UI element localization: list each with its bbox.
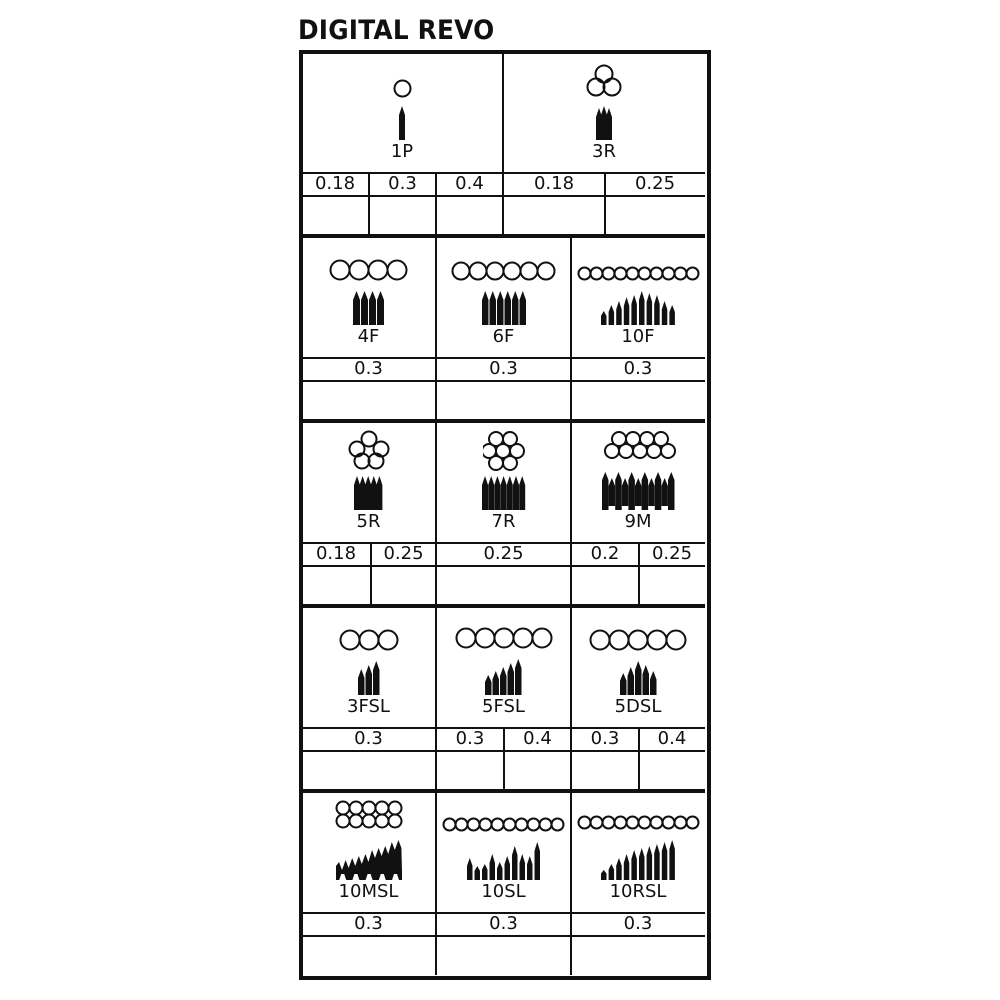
magnum-9-double-row-icon (598, 430, 678, 462)
gauge-value-7r: 0.25 (483, 543, 524, 564)
needle-label-10f: 10F (621, 326, 655, 347)
gauge-value-3r: 0.18 (533, 173, 575, 194)
divider (301, 935, 705, 937)
7-needle-bundle-icon (481, 474, 526, 510)
6-needle-flat-icon (481, 289, 527, 325)
divider (301, 912, 705, 914)
gauge-value-4f: 0.3 (354, 358, 383, 379)
gauge-value-10rsl: 0.3 (623, 913, 653, 934)
sub-column-divider (604, 173, 606, 235)
flat-10-row-icon (442, 817, 565, 832)
3-needle-stepped-icon (357, 659, 381, 695)
gauge-value-1p: 0.4 (455, 173, 484, 194)
10-needle-arched-icon (600, 289, 676, 325)
sub-column-divider (503, 728, 505, 790)
round-7-cluster-icon (482, 430, 525, 472)
needle-label-10msl: 10MSL (338, 881, 399, 902)
gauge-value-1p: 0.18 (314, 173, 356, 194)
5-needle-bundle-icon (353, 474, 383, 510)
gauge-value-9m: 0.25 (651, 543, 693, 564)
flat-3-row-icon (339, 629, 399, 651)
needle-label-5r: 5R (356, 511, 381, 532)
gauge-value-1p: 0.3 (388, 173, 417, 194)
row-separator (301, 419, 705, 423)
magnum-10-double-row-icon (335, 800, 403, 830)
row-separator (301, 604, 705, 608)
divider (301, 380, 705, 382)
gauge-value-5dsl: 0.4 (657, 728, 687, 749)
flat-4-row-icon (329, 259, 408, 281)
round-5-cluster-icon (347, 430, 391, 472)
column-divider (435, 422, 437, 605)
column-divider (435, 792, 437, 975)
5-needle-stepped-icon (484, 657, 523, 695)
row-separator (301, 234, 705, 238)
gauge-value-5r: 0.25 (383, 543, 424, 564)
3-needle-bundle-icon (595, 104, 613, 140)
flat-10-row-icon (577, 815, 700, 830)
gauge-value-9m: 0.2 (590, 543, 620, 564)
needle-label-4f: 4F (357, 326, 380, 347)
column-divider (570, 237, 572, 420)
needle-label-10rsl: 10RSL (609, 881, 667, 902)
flat-5-row-icon (455, 627, 553, 649)
divider (301, 542, 705, 544)
column-divider (570, 607, 572, 790)
single-needle-icon (398, 104, 406, 140)
gauge-value-3fsl: 0.3 (354, 728, 383, 749)
divider (301, 357, 705, 359)
needle-label-3fsl: 3FSL (347, 696, 390, 717)
needle-label-9m: 9M (624, 511, 652, 532)
needle-label-1p: 1P (390, 141, 414, 162)
sub-column-divider (370, 543, 372, 605)
needle-label-3r: 3R (592, 141, 616, 162)
column-divider (570, 792, 572, 975)
gauge-value-3r: 0.25 (634, 173, 676, 194)
gauge-value-10sl: 0.3 (489, 913, 518, 934)
sub-column-divider (638, 543, 640, 605)
column-divider (570, 422, 572, 605)
divider (301, 565, 705, 567)
flat-6-row-icon (451, 261, 556, 281)
gauge-value-5fsl: 0.4 (523, 728, 552, 749)
sub-column-divider (638, 728, 640, 790)
needle-label-6f: 6F (492, 326, 515, 347)
round-3-cluster-icon (584, 64, 624, 98)
10-needle-rising-icon (600, 838, 676, 880)
single-circle-icon (393, 79, 412, 98)
4-needle-flat-icon (352, 289, 385, 325)
gauge-value-10f: 0.3 (623, 358, 653, 379)
needle-label-10sl: 10SL (481, 881, 526, 902)
page-title: DIGITAL REVO (298, 15, 495, 46)
needle-label-5fsl: 5FSL (482, 696, 525, 717)
needle-label-7r: 7R (491, 511, 516, 532)
gauge-value-10msl: 0.3 (354, 913, 383, 934)
5-needle-domed-icon (619, 659, 658, 695)
10-needle-staggered-icon (466, 840, 541, 880)
10-needle-magnum-stepped-icon (334, 836, 404, 880)
sub-column-divider (435, 173, 437, 235)
flat-5-row-icon (589, 629, 687, 651)
needle-config-grid (299, 50, 711, 980)
column-divider (502, 52, 504, 235)
9-needle-magnum-icon (601, 470, 676, 510)
column-divider (435, 607, 437, 790)
gauge-value-6f: 0.3 (489, 358, 518, 379)
sub-column-divider (368, 173, 370, 235)
column-divider (435, 237, 437, 420)
needle-label-5dsl: 5DSL (614, 696, 662, 717)
gauge-value-5fsl: 0.3 (455, 728, 485, 749)
gauge-value-5dsl: 0.3 (590, 728, 620, 749)
flat-10-row-icon (577, 266, 700, 281)
row-separator (301, 789, 705, 793)
gauge-value-5r: 0.18 (315, 543, 357, 564)
